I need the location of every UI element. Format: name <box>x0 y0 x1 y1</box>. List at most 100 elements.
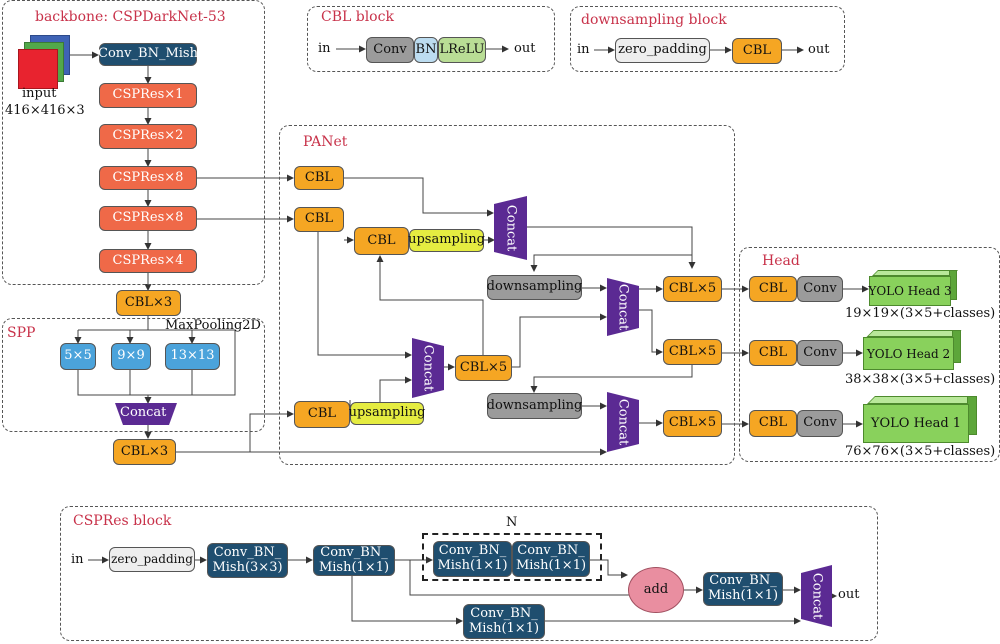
csp-conv-1x1-n2-line2: Mish(1×1) <box>515 558 587 573</box>
backbone-group <box>2 0 265 285</box>
panet-concat-1-shape <box>494 196 527 260</box>
ds-block-cbl: CBL <box>732 38 782 64</box>
edge-pool13-concat <box>148 370 193 396</box>
spp-concat-shape <box>115 403 177 425</box>
conv-bn-mish-node: Conv_BN_Mish <box>98 43 198 66</box>
csp-concat: Concat <box>801 565 832 627</box>
cspres-x8a-node: CSPRes×8 <box>99 166 197 190</box>
pool-13x13-node: 13×13 <box>165 343 220 370</box>
csp-conv-1x1-bottom-line2: Mish(1×1) <box>468 620 540 636</box>
cbl-block-conv: Conv <box>366 37 414 63</box>
panet-group <box>279 125 735 465</box>
panet-concat-4-label: Concat <box>615 398 631 446</box>
ds-block-out: out <box>808 42 830 57</box>
csp-conv-1x1-n2: Conv_BN_ Mish(1×1) <box>512 541 590 577</box>
head1-conv: Conv <box>797 410 843 437</box>
panet-concat-2-shape <box>607 278 639 336</box>
edge-upsampling-concat3 <box>379 376 412 402</box>
csp-conv-1x1-a-line2: Mish(1×1) <box>318 559 390 575</box>
input-size: 416×416×3 <box>5 103 85 118</box>
cspres-x4-node: CSPRes×4 <box>99 249 197 273</box>
yolo-head-1-top <box>867 396 977 404</box>
edge-csp-bottom <box>351 576 463 625</box>
cbl-block-lrelu: LReLU <box>438 37 486 63</box>
edge-concat2-cblx5-3 <box>639 309 663 356</box>
csp-conv-1x1-n1-line2: Mish(1×1) <box>437 558 508 573</box>
cbl-block-title: CBL block <box>321 9 394 25</box>
cspres-x8b-node: CSPRes×8 <box>99 206 197 231</box>
panet-cbl-x5-3: CBL×5 <box>663 339 722 365</box>
csp-conv-1x1-b: Conv_BN_ Mish(1×1) <box>703 572 783 606</box>
edge-cbl1-concat1 <box>344 177 494 217</box>
yolo-head-2-top <box>866 330 962 337</box>
csp-conv-3x3: Conv_BN_ Mish(3×3) <box>207 543 288 578</box>
head2-conv: Conv <box>797 340 843 366</box>
edge-cblx5-2-cblup <box>376 255 484 355</box>
panet-downsampling-2: downsampling <box>487 393 582 419</box>
spp-group <box>2 318 265 432</box>
csp-conv-3x3-line2: Mish(3×3) <box>212 559 283 575</box>
cbl-block-bn: BN <box>414 37 438 63</box>
backbone-title: backbone: CSPDarkNet-53 <box>35 9 226 25</box>
panet-concat-2: Concat <box>607 278 639 336</box>
panet-concat-1: Concat <box>494 196 527 260</box>
pool-5x5-node: 5×5 <box>60 343 96 370</box>
csp-n-label: N <box>506 515 518 530</box>
ds-block-zero-padding: zero_padding <box>615 38 710 63</box>
panet-upsampling-2: upsampling <box>349 402 425 425</box>
panet-concat-3-shape <box>412 338 444 398</box>
panet-concat-2-label: Concat <box>615 283 631 331</box>
maxpooling-label: MaxPooling2D <box>165 318 261 333</box>
csp-zero-padding: zero_padding <box>109 547 195 572</box>
csp-conv-1x1-a: Conv_BN_ Mish(1×1) <box>313 545 395 576</box>
cspres-block-title: CSPRes block <box>73 513 172 529</box>
csp-concat-shape <box>801 565 832 627</box>
cspres-x2-node: CSPRes×2 <box>99 124 197 149</box>
cbl-block-in: in <box>318 41 331 56</box>
pool-9x9-node: 9×9 <box>111 343 151 370</box>
ds-block-in: in <box>577 42 590 57</box>
csp-concat-label: Concat <box>809 572 824 620</box>
downsampling-block-title: downsampling block <box>581 12 727 28</box>
head1-size: 76×76×(3×5+classes) <box>845 444 996 459</box>
csp-conv-3x3-line1: Conv_BN_ <box>213 544 282 560</box>
head2-cbl: CBL <box>749 340 797 366</box>
panet-concat-3: Concat <box>412 338 444 398</box>
csp-out: out <box>838 587 860 602</box>
head1-cbl: CBL <box>749 410 797 437</box>
head-title: Head <box>762 253 800 269</box>
panet-concat-3-label: Concat <box>420 344 436 392</box>
yolo-head-2-cube: YOLO Head 2 <box>863 330 965 370</box>
cbl-x3-bottom-node: CBL×3 <box>113 439 176 465</box>
head3-conv: Conv <box>797 276 843 302</box>
edge-cbl2-concat3 <box>317 232 412 359</box>
panet-downsampling-1: downsampling <box>487 275 582 300</box>
edge-csp-n-add <box>590 559 628 579</box>
spp-title: SPP <box>7 325 36 341</box>
cspres-block-group <box>60 506 878 641</box>
head2-size: 38×38×(3×5+classes) <box>845 372 996 387</box>
panet-concat-1-label: Concat <box>503 204 518 252</box>
yolo-head-1-label: YOLO Head 1 <box>863 404 969 443</box>
panet-cbl-low: CBL <box>294 401 350 428</box>
edge-cblx5-3-downsampling <box>530 365 693 393</box>
cbl-x3-top-node: CBL×3 <box>116 290 181 316</box>
panet-cbl-x5-2: CBL×5 <box>455 355 512 381</box>
edge-pool5-concat <box>77 370 148 396</box>
csp-conv-1x1-b-line2: Mish(1×1) <box>707 588 779 603</box>
edge-cblx5-1-downsampling <box>530 254 692 272</box>
panet-upsampling-1: upsampling <box>408 229 485 252</box>
panet-title: PANet <box>303 134 348 150</box>
panet-cbl-x5-4: CBL×5 <box>663 410 722 437</box>
input-label: input <box>22 86 57 101</box>
panet-concat-4: Concat <box>607 392 639 452</box>
csp-residual-repeat-frame <box>422 533 602 581</box>
panet-cbl-1: CBL <box>294 166 344 190</box>
csp-conv-1x1-n1: Conv_BN_ Mish(1×1) <box>433 541 512 577</box>
csp-conv-1x1-bottom-line1: Conv_BN_ <box>470 605 538 621</box>
head3-cbl: CBL <box>749 276 797 302</box>
panet-cbl-x5-1: CBL×5 <box>663 276 722 302</box>
cbl-block-group <box>307 6 555 72</box>
